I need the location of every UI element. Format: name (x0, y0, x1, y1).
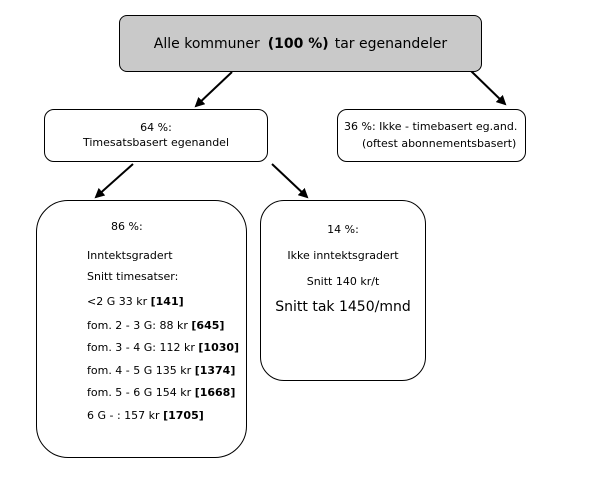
not-income-graded-title: Ikke inntektsgradert (287, 249, 399, 262)
income-graded-box: 86 %: Inntektsgradert Snitt timesatser: … (36, 200, 247, 458)
arrow-to-time-based (194, 71, 233, 108)
rate-row: fom. 4 - 5 G 135 kr [1374] (87, 364, 236, 377)
top-suffix: tar egenandeler (334, 35, 448, 52)
rate-row: 6 G - : 157 kr [1705] (87, 409, 204, 422)
non-time-based-line2: (oftest abonnementsbasert) (362, 137, 517, 150)
not-income-graded-percent: 14 %: (327, 223, 359, 236)
non-time-based-line1: 36 %: Ikke - timebasert eg.and. (344, 120, 518, 133)
rate-row: fom. 3 - 4 G: 112 kr [1030] (87, 341, 240, 354)
all-municipalities-box: Alle kommuner (100 %) tar egenandeler (119, 15, 482, 72)
rate-row: fom. 2 - 3 G: 88 kr [645] (87, 319, 225, 332)
rate-row: <2 G 33 kr [141] (87, 295, 184, 308)
avg-hourly-rate: Snitt 140 kr/t (306, 275, 380, 288)
avg-monthly-cap: Snitt tak 1450/mnd (275, 299, 411, 315)
income-graded-title: Inntektsgradert (87, 249, 173, 262)
time-based-percent: 64 %: (140, 121, 172, 134)
not-income-graded-box: 14 %: Ikke inntektsgradert Snitt 140 kr/… (260, 200, 426, 381)
arrow-to-income-graded (94, 163, 134, 199)
arrow-to-not-income-graded (271, 163, 309, 199)
time-based-box: 64 %: Timesatsbasert egenandel (44, 109, 268, 162)
income-graded-percent: 86 %: (111, 220, 143, 233)
time-based-label: Timesatsbasert egenandel (83, 136, 229, 149)
arrow-to-non-time-based (469, 69, 507, 106)
rate-row: fom. 5 - 6 G 154 kr [1668] (87, 386, 236, 399)
income-graded-subtitle: Snitt timesatser: (87, 270, 179, 283)
top-percent: (100 %) (267, 35, 329, 52)
top-prefix: Alle kommuner (153, 35, 260, 52)
non-time-based-box: 36 %: Ikke - timebasert eg.and. (oftest … (337, 109, 526, 162)
